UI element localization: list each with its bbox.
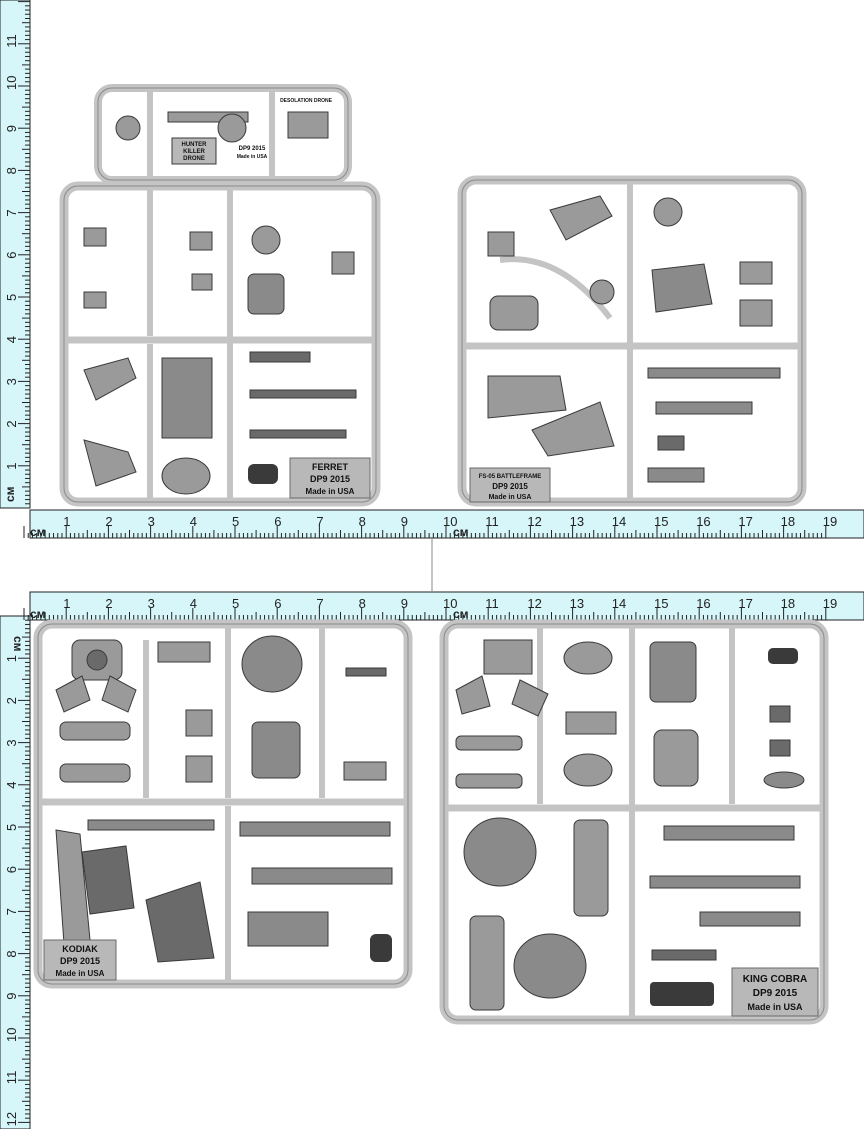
ruler-number: 2 <box>4 697 19 704</box>
ruler-number: 6 <box>274 596 281 611</box>
ruler-number: 1 <box>4 655 19 662</box>
kodiak-name: KODIAK <box>62 944 98 954</box>
ruler-number: 6 <box>4 866 19 873</box>
ruler-number: 3 <box>148 596 155 611</box>
ruler-number: 13 <box>570 514 584 529</box>
drone-name-line2: KILLER <box>183 149 205 155</box>
ruler-number: 11 <box>4 34 19 48</box>
kingcobra-made: Made in USA <box>747 1002 803 1012</box>
ruler-number: 3 <box>148 514 155 529</box>
ruler-number: 13 <box>570 596 584 611</box>
ruler-number: 5 <box>4 824 19 831</box>
ruler-number: 4 <box>4 782 19 789</box>
ruler-number: 9 <box>4 993 19 1000</box>
ruler-number: 7 <box>4 908 19 915</box>
ruler-number: 15 <box>654 596 668 611</box>
drone-made: Made in USA <box>237 154 268 160</box>
ruler-number: 18 <box>781 596 795 611</box>
ruler-number: 12 <box>527 514 541 529</box>
ruler-number: 12 <box>527 596 541 611</box>
ruler-number: 10 <box>443 514 457 529</box>
ruler-number: 9 <box>401 514 408 529</box>
ruler-number: 6 <box>274 514 281 529</box>
ruler-number: 8 <box>359 514 366 529</box>
ruler-number: 11 <box>4 1071 19 1085</box>
kingcobra-name: KING COBRA <box>743 974 807 985</box>
ruler-number: 2 <box>105 596 112 611</box>
fs05-copyright: DP9 2015 <box>492 482 528 491</box>
sprue-drone: HUNTER KILLER DRONE DP9 2015 Made in USA… <box>94 84 352 184</box>
ruler-number: 8 <box>4 950 19 957</box>
drone-copyright: DP9 2015 <box>239 146 266 152</box>
ruler-number: 1 <box>63 514 70 529</box>
ruler-number: 10 <box>443 596 457 611</box>
kodiak-copyright: DP9 2015 <box>60 956 100 966</box>
horizontal-ruler-unit-bottom: см <box>30 607 46 621</box>
ruler-number: 15 <box>654 514 668 529</box>
ruler-number: 17 <box>738 514 752 529</box>
ruler-number: 10 <box>4 1028 19 1042</box>
kodiak-made: Made in USA <box>56 969 105 978</box>
vertical-ruler-top: 1 2 3 4 5 6 7 8 9 10 11 см <box>0 0 31 509</box>
ruler-number: 5 <box>4 294 19 301</box>
ferret-made: Made in USA <box>306 487 355 496</box>
ruler-number: 9 <box>4 125 19 132</box>
ruler-number: 2 <box>105 514 112 529</box>
drone-name-line3: DRONE <box>183 156 205 162</box>
ruler-number: 11 <box>485 514 499 529</box>
ruler-number: 7 <box>316 514 323 529</box>
ruler-number: 7 <box>4 209 19 216</box>
horizontal-ruler-unit-bottom-2: см <box>453 607 469 621</box>
ruler-number: 19 <box>823 514 837 529</box>
ruler-number: 17 <box>738 596 752 611</box>
horizontal-ruler-unit-2: см <box>453 525 469 539</box>
ruler-number: 3 <box>4 739 19 746</box>
ruler-number: 2 <box>4 420 19 427</box>
ruler-number: 5 <box>232 596 239 611</box>
vertical-ruler-unit-bottom: см <box>11 636 25 652</box>
horizontal-ruler-unit: см <box>30 525 46 539</box>
sprue-kodiak: KODIAK DP9 2015 Made in USA <box>33 619 413 989</box>
ruler-number: 12 <box>4 1112 19 1126</box>
ruler-number: 14 <box>612 596 626 611</box>
sprue-fs05-battleframe: FS-05 BATTLEFRAME DP9 2015 Made in USA <box>457 175 807 507</box>
ruler-number: 8 <box>4 167 19 174</box>
ruler-number: 1 <box>63 596 70 611</box>
drone-top-label: DESOLATION DRONE <box>280 98 333 104</box>
ruler-number: 7 <box>316 596 323 611</box>
drone-name-line1: HUNTER <box>182 142 208 148</box>
ferret-copyright: DP9 2015 <box>310 474 350 484</box>
ruler-number: 4 <box>190 514 197 529</box>
sprue-king-cobra: KING COBRA DP9 2015 Made in USA <box>439 619 829 1025</box>
kingcobra-copyright: DP9 2015 <box>753 988 798 999</box>
ruler-number: 5 <box>232 514 239 529</box>
ruler-number: 16 <box>696 596 710 611</box>
fs05-made: Made in USA <box>489 494 532 501</box>
ruler-number: 3 <box>4 378 19 385</box>
sprue-ferret: FERRET DP9 2015 Made in USA <box>59 181 381 507</box>
ferret-name: FERRET <box>312 462 349 472</box>
ruler-number: 6 <box>4 252 19 259</box>
ruler-number: 1 <box>4 463 19 470</box>
fs05-name: FS-05 BATTLEFRAME <box>479 474 542 480</box>
ruler-number: 4 <box>190 596 197 611</box>
ruler-number: 9 <box>401 596 408 611</box>
ruler-number: 10 <box>4 76 19 90</box>
ruler-number: 16 <box>696 514 710 529</box>
ruler-number: 11 <box>485 596 499 611</box>
ruler-number: 19 <box>823 596 837 611</box>
vertical-ruler-unit: см <box>3 486 17 502</box>
ruler-number: 14 <box>612 514 626 529</box>
ruler-number: 18 <box>781 514 795 529</box>
ruler-number: 4 <box>4 336 19 343</box>
ruler-number: 8 <box>359 596 366 611</box>
